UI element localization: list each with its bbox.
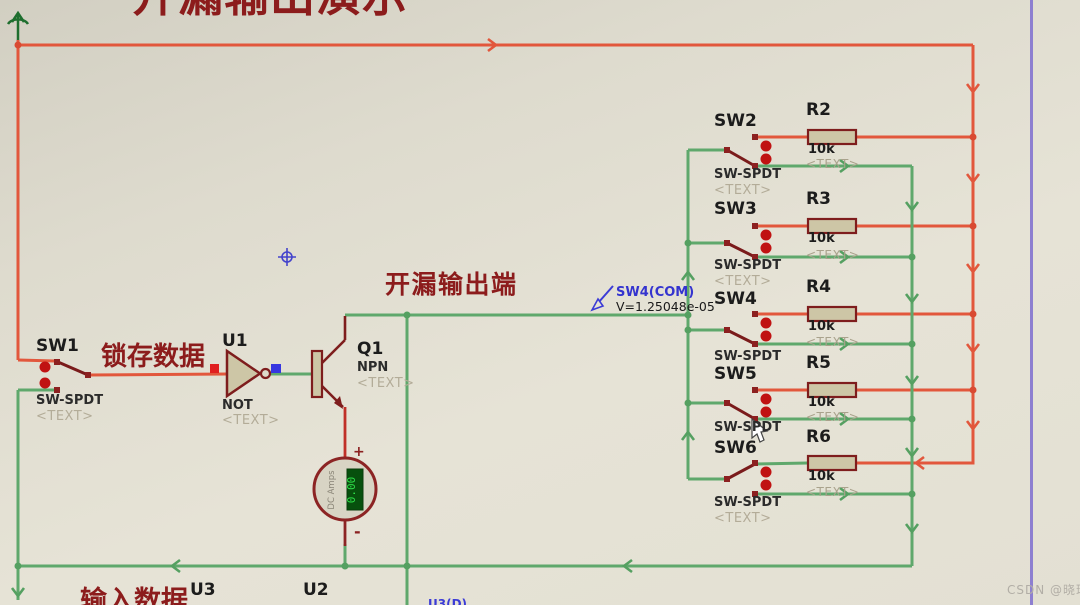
input-data-annotation: 输入数据 — [80, 586, 188, 605]
sheet-border-line — [1030, 0, 1033, 605]
sw1-type: SW-SPDT — [36, 393, 104, 408]
r3-ref: R3 — [806, 189, 831, 209]
not-gate-u1[interactable] — [210, 348, 281, 399]
sw3-toggle-dot-bottom[interactable] — [760, 242, 772, 254]
sw2-toggle-dot-bottom[interactable] — [760, 153, 772, 165]
bottom-probe-fragment: U3(D) — [428, 597, 468, 605]
sw2-text: <TEXT> — [714, 183, 772, 198]
sw1-toggle-dot-top[interactable] — [39, 361, 51, 373]
sw1-ref: SW1 — [36, 336, 79, 356]
sw3-text: <TEXT> — [714, 274, 772, 289]
sw6-toggle-dot-bottom[interactable] — [760, 479, 772, 491]
switch-sw5[interactable] — [724, 387, 772, 422]
sw2-ref: SW2 — [714, 111, 757, 131]
sw1-text: <TEXT> — [36, 409, 94, 424]
sw5-ref: SW5 — [714, 364, 757, 384]
r5-value: 10k — [808, 395, 835, 410]
resistor-r2 — [806, 128, 858, 146]
resistor-r6 — [806, 454, 858, 472]
probe-label: SW4(COM) — [616, 285, 695, 300]
q1-text: <TEXT> — [357, 376, 415, 391]
origin-marker-icon — [278, 248, 296, 266]
u1-text: <TEXT> — [222, 413, 280, 428]
sw6-toggle-dot-top[interactable] — [760, 466, 772, 478]
watermark: CSDN @晓瑞 — [1007, 583, 1080, 597]
voltage-probe-icon[interactable] — [590, 285, 614, 312]
junction-dots — [14, 41, 977, 570]
r4-ref: R4 — [806, 277, 831, 297]
resistor-r5 — [806, 381, 858, 399]
switch-sw3[interactable] — [724, 223, 772, 260]
meter-minus: - — [354, 522, 361, 541]
meter-display: 0.00 — [345, 477, 358, 504]
sw2-type: SW-SPDT — [714, 167, 782, 182]
r3-text: <TEXT> — [806, 248, 860, 262]
switch-sw1[interactable] — [39, 359, 92, 393]
switch-sw2[interactable] — [724, 134, 772, 169]
mouse-cursor — [751, 417, 769, 443]
sw6-ref: SW6 — [714, 438, 757, 458]
r5-ref: R5 — [806, 353, 831, 373]
sw6-text: <TEXT> — [714, 511, 772, 526]
u1-ref: U1 — [222, 331, 248, 351]
r3-value: 10k — [808, 231, 835, 246]
meter-plus: + — [353, 444, 365, 460]
resistors[interactable] — [806, 128, 858, 472]
current-arrows-red — [487, 37, 981, 471]
vcc-rail-wires — [16, 40, 975, 465]
sw4-type: SW-SPDT — [714, 349, 782, 364]
logic-state-square-float — [271, 364, 281, 373]
sw1-toggle-dot-bottom[interactable] — [39, 377, 51, 389]
npn-transistor-q1[interactable] — [310, 316, 347, 459]
sw4-toggle-dot-bottom[interactable] — [760, 330, 772, 342]
logic-state-square-high — [210, 364, 219, 373]
r5-text: <TEXT> — [806, 410, 860, 424]
sw5-toggle-dot-top[interactable] — [760, 393, 772, 405]
q1-ref: Q1 — [357, 339, 384, 359]
sw3-ref: SW3 — [714, 199, 757, 219]
page-title: 开漏输出演示 — [132, 0, 408, 19]
resistor-r4 — [806, 305, 858, 323]
r6-ref: R6 — [806, 427, 831, 447]
r6-value: 10k — [808, 469, 835, 484]
r4-text: <TEXT> — [806, 335, 860, 349]
sw5-type: SW-SPDT — [714, 420, 782, 435]
r6-text: <TEXT> — [806, 485, 860, 499]
switch-sw6[interactable] — [724, 460, 772, 497]
u2-ref: U2 — [303, 580, 329, 600]
r2-ref: R2 — [806, 100, 831, 120]
sw4-toggle-dot-top[interactable] — [760, 317, 772, 329]
power-terminal-icon — [6, 10, 30, 40]
latch-data-annotation: 锁存数据 — [101, 342, 206, 372]
u1-type: NOT — [222, 398, 253, 413]
probe-value: V=1.25048e-05 — [616, 299, 715, 314]
r2-value: 10k — [808, 142, 835, 157]
sw3-type: SW-SPDT — [714, 258, 782, 273]
u3-ref: U3 — [190, 580, 216, 600]
sw2-toggle-dot-top[interactable] — [760, 140, 772, 152]
open-drain-annotation: 开漏输出端 — [385, 270, 518, 299]
current-arrows-green — [10, 158, 920, 599]
low-side-wires — [16, 148, 914, 605]
sw4-ref: SW4 — [714, 289, 757, 309]
r2-text: <TEXT> — [806, 157, 860, 171]
switch-sw4[interactable] — [724, 311, 772, 347]
sw6-type: SW-SPDT — [714, 495, 782, 510]
ammeter[interactable]: 0.00 DC Amps + - — [312, 444, 378, 546]
sw5-toggle-dot-bottom[interactable] — [760, 406, 772, 418]
resistor-r3 — [806, 217, 858, 235]
q1-type: NPN — [357, 360, 389, 375]
r4-value: 10k — [808, 319, 835, 334]
meter-units-label: DC Amps — [327, 470, 337, 510]
sw3-toggle-dot-top[interactable] — [760, 229, 772, 241]
